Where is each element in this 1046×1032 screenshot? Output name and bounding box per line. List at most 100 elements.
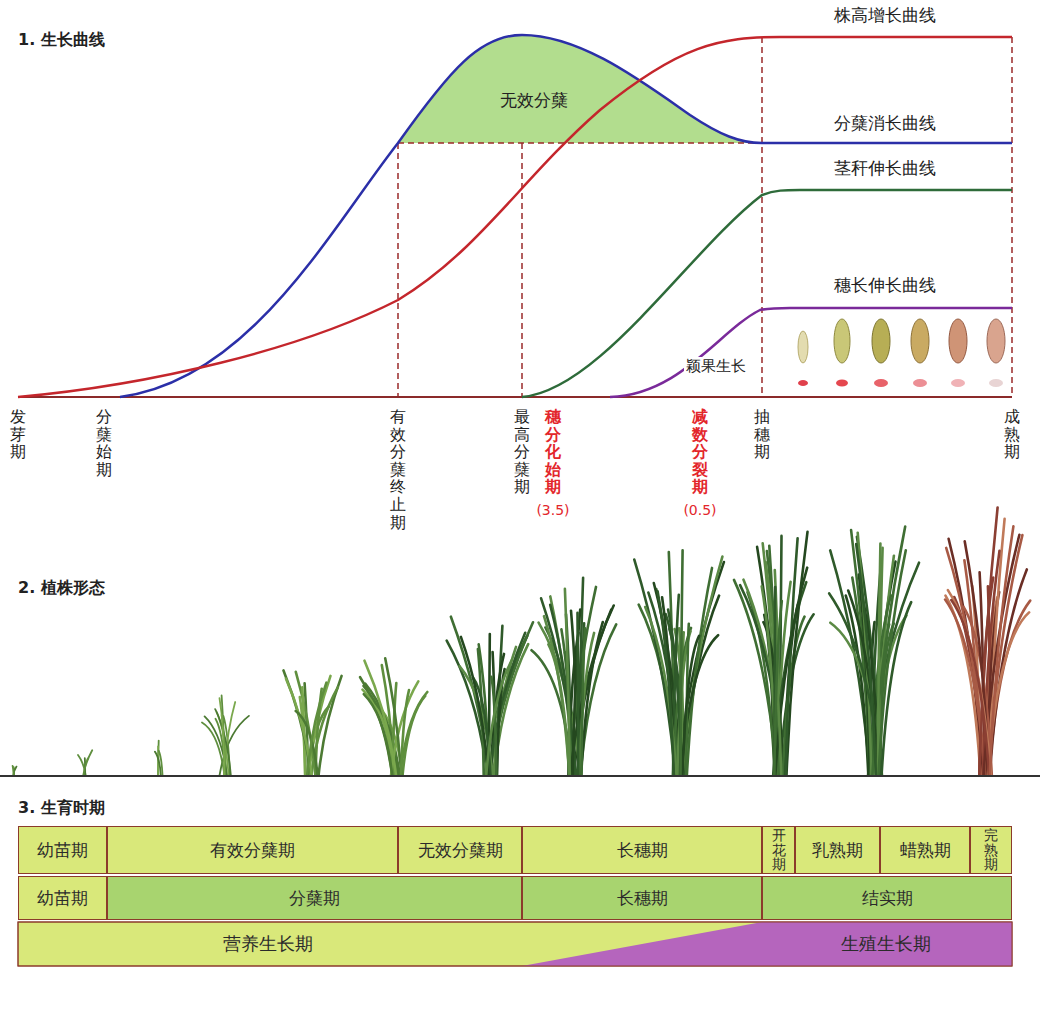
stage-name: 乳熟期 (812, 839, 863, 862)
grain (987, 319, 1005, 363)
grain (911, 319, 929, 363)
plant-blade (489, 622, 533, 775)
plant-blade (13, 766, 14, 775)
curve-label: 株高增长曲线 (834, 5, 936, 25)
plant-blade (872, 527, 905, 775)
grain (949, 319, 967, 363)
stage-name: 无效分蘖期 (418, 839, 503, 862)
plant-blade (682, 557, 722, 775)
plant-blade (774, 601, 782, 775)
grain (834, 319, 850, 363)
stage-name: 幼苗期 (37, 887, 88, 910)
stage-cell: 幼苗期 (18, 826, 107, 874)
section-title: 3. 生育时期 (18, 798, 105, 817)
plant-blade (948, 590, 991, 775)
grain-section (913, 379, 927, 387)
plant-blade (159, 751, 163, 775)
grain-section (798, 380, 808, 386)
guide-line (521, 143, 523, 397)
plant-blade (202, 722, 224, 775)
stage-name: 长穗期 (617, 887, 668, 910)
stage-name: 营养生长期 (223, 932, 313, 956)
area-label: 无效分蘖 (498, 90, 570, 110)
grain (872, 319, 890, 363)
stage-point: 抽穗期 (754, 408, 770, 461)
plant-blade (634, 560, 675, 775)
stage-point: 有效分蘖终止期 (390, 408, 406, 531)
plant-blade (573, 610, 581, 775)
grain-section (989, 379, 1003, 387)
plant-blade (364, 694, 392, 775)
stage-cell: 完熟期 (970, 826, 1012, 874)
grain-section (951, 379, 965, 387)
plant-blade (486, 660, 512, 776)
stage-point: 最高分蘖期 (514, 408, 530, 496)
plant-blade (879, 550, 906, 775)
plant-blade (565, 589, 570, 775)
stage-band-label: 生殖生长期 (760, 922, 1012, 966)
stage-point: 成熟期 (1004, 408, 1020, 461)
stage-cell: 乳熟期 (795, 826, 880, 874)
section-title: 1. 生长曲线 (18, 30, 105, 49)
plant-blade (582, 628, 586, 775)
plant-blade (990, 526, 1014, 775)
plant-blade (766, 562, 782, 775)
plant-blade (365, 661, 397, 775)
stage-point: 减数分裂期 (692, 408, 708, 496)
stage-point: 发芽期 (10, 408, 26, 461)
height-curve (18, 37, 1012, 397)
curve-label: 茎秆伸长曲线 (834, 158, 936, 178)
curve-label: 分蘖消长曲线 (834, 113, 936, 133)
stage-value: (3.5) (536, 502, 569, 519)
stage-cell: 幼苗期 (18, 876, 107, 920)
plant-blade (401, 690, 409, 775)
stage-band (18, 922, 1012, 966)
plant-blade (576, 613, 580, 775)
plant-blade (683, 636, 700, 775)
stage-cell: 结实期 (762, 876, 1012, 920)
stage-point: 穗分化始期 (545, 408, 561, 496)
guide-lines (398, 37, 1012, 397)
panicle-curve (610, 308, 1012, 397)
reproductive-wedge (522, 922, 1012, 966)
plant-blade (222, 715, 225, 775)
stage-name: 分蘖期 (289, 887, 340, 910)
stage-cell: 长穗期 (522, 826, 762, 874)
stage-name: 幼苗期 (37, 839, 88, 862)
stem-curve (522, 190, 1012, 397)
plant-blade (13, 767, 16, 775)
guide-line (761, 37, 763, 397)
curve-label: 穗长伸长曲线 (834, 275, 936, 295)
stage-cell: 开花期 (762, 826, 795, 874)
plant-blade (856, 544, 876, 775)
plant-blade (678, 562, 724, 775)
stage-cell: 无效分蘖期 (398, 826, 522, 874)
grain-section (874, 379, 888, 387)
plant-blade (658, 591, 674, 775)
plant-blade (489, 633, 525, 775)
guide-line (398, 142, 762, 144)
stage-point: 分蘖始期 (96, 408, 112, 478)
stage-cell: 蜡熟期 (880, 826, 970, 874)
plant-blade (307, 683, 326, 775)
ground-line (0, 775, 1040, 777)
grain (798, 331, 808, 363)
stage-value: (0.5) (683, 502, 716, 519)
plant-blade (451, 617, 489, 775)
plant-blade (541, 598, 576, 775)
stage-cell: 长穗期 (522, 876, 762, 920)
stage-name: 长穗期 (617, 839, 668, 862)
plant-blade (550, 605, 575, 775)
plant-blade (951, 600, 989, 775)
plant-blade (681, 550, 683, 775)
stage-cell: 分蘖期 (107, 876, 522, 920)
stage-name: 结实期 (862, 887, 913, 910)
plant-blade (284, 670, 312, 775)
stage-name: 完熟期 (984, 828, 998, 873)
grain-section (836, 380, 848, 387)
time-axis (18, 396, 1012, 398)
stage-name: 生殖生长期 (841, 932, 931, 956)
stage-name: 有效分蘖期 (210, 839, 295, 862)
band-border (18, 922, 1012, 966)
